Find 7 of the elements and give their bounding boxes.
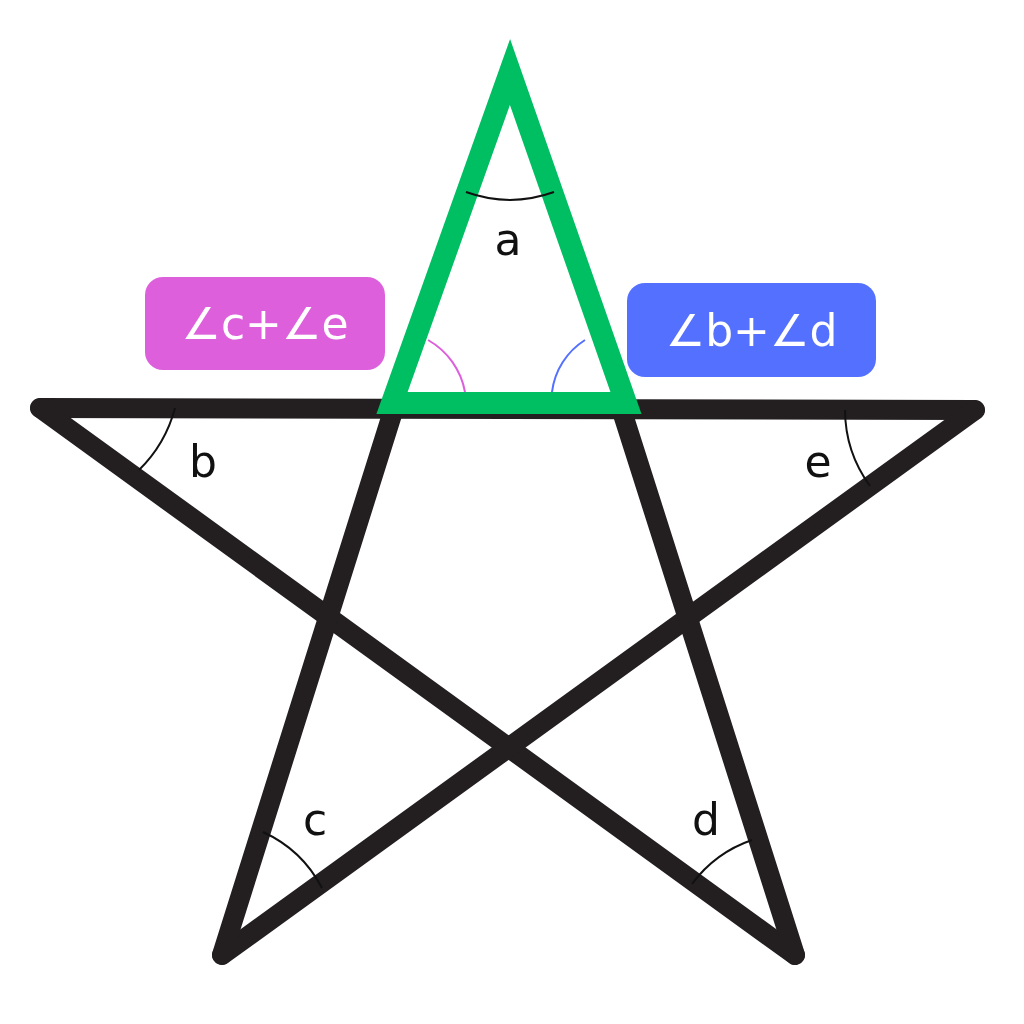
- angle-label: b: [189, 440, 217, 484]
- angle-label: c: [302, 798, 328, 842]
- angle-label: a: [494, 218, 522, 262]
- angle-sum-tag: ∠b+∠d: [627, 283, 876, 377]
- angle-label: d: [692, 798, 720, 842]
- angle-label: e: [804, 440, 832, 484]
- angle-sum-tag: ∠c+∠e: [145, 277, 385, 370]
